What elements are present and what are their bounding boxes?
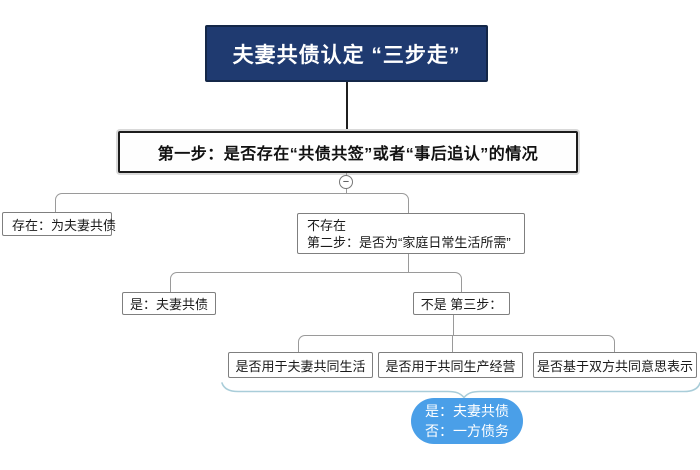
node-exist-label: 存在：为夫妻共债 (12, 217, 117, 233)
criterion-consent-label: 是否基于双方共同意思表示 (536, 358, 693, 374)
connector-step3-branches (298, 335, 615, 352)
criterion-business-label: 是否用于共同生产经营 (385, 358, 516, 374)
curly-brace (221, 382, 700, 399)
connector-root-step1 (346, 82, 348, 131)
node-step2-yes[interactable]: 是：夫妻共债 (122, 292, 216, 315)
connector-step1-branches (55, 193, 409, 213)
connector-collapse-branch (346, 188, 347, 194)
node-not-exist[interactable]: 不存在 第二步：是否为“家庭日常生活所需” (297, 213, 525, 254)
criterion-life-label: 是否用于夫妻共同生活 (235, 358, 366, 374)
step1-node[interactable]: 第一步：是否存在“共债共签”或者“事后追认”的情况 (118, 131, 578, 173)
connector-step2-branches (170, 272, 462, 292)
node-criterion-life[interactable]: 是否用于夫妻共同生活 (228, 352, 373, 378)
result-line2: 否：一方债务 (425, 423, 509, 439)
connector-step1-collapse (346, 173, 347, 176)
node-step2-no[interactable]: 不是 第三步： (413, 292, 510, 315)
connector-no-step3 (453, 315, 454, 335)
root-node-title[interactable]: 夫妻共债认定 “三步走” (205, 25, 488, 82)
connector-notexist-step2 (408, 254, 409, 272)
collapse-minus-icon[interactable]: − (339, 175, 353, 189)
node-step2-yes-label: 是：夫妻共债 (129, 297, 208, 312)
node-not-exist-line2: 第二步：是否为“家庭日常生活所需” (307, 234, 511, 250)
node-criterion-business[interactable]: 是否用于共同生产经营 (378, 352, 523, 378)
node-step2-no-label: 不是 第三步： (420, 297, 503, 312)
node-not-exist-line1: 不存在 (307, 217, 347, 233)
node-exist[interactable]: 存在：为夫妻共债 (2, 212, 116, 236)
minus-glyph: − (342, 176, 350, 188)
node-criterion-consent[interactable]: 是否基于双方共同意思表示 (533, 352, 697, 378)
root-node-label: 夫妻共债认定 “三步走” (232, 43, 461, 67)
step1-label: 第一步：是否存在“共债共签”或者“事后追认”的情况 (157, 146, 539, 163)
result-line1: 是：夫妻共债 (425, 403, 509, 419)
connector-step3-middle (452, 336, 453, 352)
result-pill[interactable]: 是：夫妻共债 否：一方债务 (411, 398, 523, 444)
